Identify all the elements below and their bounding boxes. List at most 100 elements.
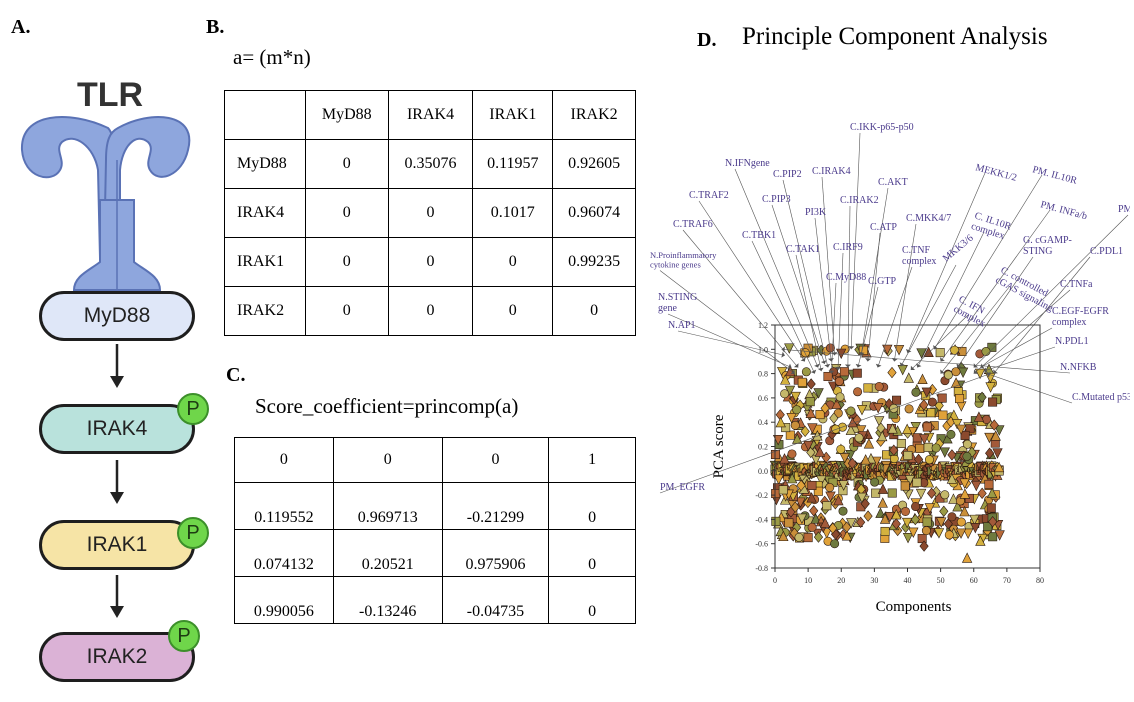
data-point	[955, 496, 965, 506]
data-point	[847, 457, 857, 470]
data-point	[842, 521, 852, 533]
data-point	[820, 402, 830, 414]
annotation-label: C.IKK-p65-p50	[850, 122, 914, 133]
table-cell: 0	[304, 237, 389, 287]
data-point	[877, 497, 888, 508]
data-point	[986, 487, 998, 498]
arrow-head-icon	[910, 365, 916, 371]
annotation-line	[877, 266, 913, 368]
data-point	[902, 533, 914, 544]
y-tick-label: 0.4	[758, 418, 768, 427]
data-point	[931, 443, 941, 453]
x-tick-label: 40	[904, 576, 912, 585]
data-point	[919, 540, 929, 552]
table-cell: 0	[387, 237, 474, 287]
annotation-label: C.TBK1	[742, 230, 776, 241]
annotation: C.AKT	[878, 177, 908, 188]
data-point	[955, 424, 967, 436]
node-label: IRAK2	[86, 645, 148, 668]
annotation-label: C.PIP3	[762, 194, 791, 205]
table-cell: 0.074132	[234, 529, 334, 577]
node-irak1: IRAK1	[39, 520, 195, 570]
receptor-label: TLR	[77, 76, 143, 114]
arrow-head-icon	[814, 363, 820, 368]
node-label: MyD88	[83, 304, 151, 327]
table-cell: 0	[304, 286, 389, 336]
y-axis-label: PCA score	[711, 414, 727, 478]
data-point	[961, 552, 973, 563]
arrow-head-icon	[835, 366, 842, 370]
data-point	[977, 487, 987, 499]
arrow-head-icon	[933, 345, 939, 350]
data-point	[984, 432, 995, 444]
data-point	[923, 346, 934, 357]
table-cell: 1	[548, 437, 636, 483]
annotation-line	[933, 174, 1043, 350]
data-point	[919, 434, 930, 445]
data-point	[786, 472, 798, 484]
data-point	[935, 348, 945, 358]
data-point	[889, 444, 899, 456]
data-point	[790, 391, 801, 403]
arrow-head-icon	[844, 364, 851, 368]
data-point	[903, 372, 914, 383]
annotation-line	[993, 256, 1091, 374]
data-point	[938, 410, 948, 420]
node-label: IRAK1	[86, 533, 148, 556]
data-point	[807, 423, 818, 434]
annotation-label: C.TAK1	[786, 244, 820, 255]
data-point	[915, 443, 925, 453]
annotation-line	[734, 168, 819, 368]
table-cell: 0	[548, 576, 636, 624]
annotation: PI3K	[805, 207, 827, 218]
arrow-head-icon	[875, 363, 882, 368]
arrow-head-icon	[810, 369, 817, 374]
annotation-label: C. controlledcGAS signaling	[993, 265, 1059, 314]
data-point	[904, 475, 916, 486]
data-point	[947, 449, 957, 461]
data-point	[985, 382, 996, 393]
data-point	[921, 387, 932, 398]
annotation-line	[986, 373, 1073, 404]
data-point	[821, 528, 832, 539]
data-point	[835, 392, 845, 402]
data-point	[965, 424, 975, 434]
data-point	[981, 414, 991, 424]
data-point	[988, 516, 998, 528]
annotation: PM. EGFR	[660, 482, 705, 493]
arrow-head-icon	[828, 370, 835, 374]
y-tick-label: 0.8	[758, 370, 768, 379]
annotation-label: PM.PDL1	[1118, 204, 1130, 215]
data-point	[839, 453, 850, 464]
data-point	[836, 444, 846, 454]
table-cell: 0	[304, 139, 389, 189]
data-point	[887, 488, 897, 498]
data-point	[792, 405, 802, 415]
data-point	[807, 522, 817, 532]
annotation-label: C.AKT	[878, 177, 908, 188]
panel-b-label: B.	[206, 16, 225, 38]
table-cell: 0.20521	[332, 529, 443, 577]
data-point	[990, 430, 1001, 441]
arrow-head-icon	[855, 363, 862, 368]
data-point	[831, 398, 842, 409]
data-point	[985, 447, 995, 459]
data-point	[876, 422, 886, 434]
data-point	[874, 416, 885, 427]
table-cell: 0.35076	[387, 139, 474, 189]
data-point	[771, 516, 781, 526]
data-point	[822, 501, 832, 511]
annotation-line	[795, 254, 822, 372]
data-point	[779, 453, 790, 464]
annotation-label: C. IL10Rcomplex	[970, 210, 1013, 243]
annotation-label: PM. IL10R	[1031, 164, 1078, 187]
table-cell: 0	[441, 437, 550, 483]
annotation-line	[940, 209, 1051, 362]
table-cell: -0.13246	[332, 576, 443, 624]
data-point	[790, 501, 800, 513]
arrow-head-icon	[824, 363, 831, 368]
